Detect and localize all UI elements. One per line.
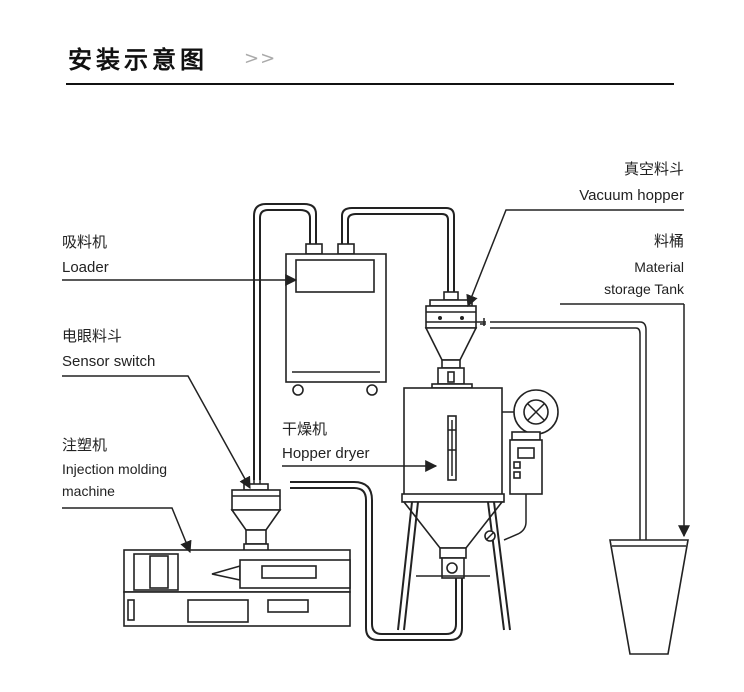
page-title: 安装示意图 — [68, 46, 208, 74]
hopper-dryer — [397, 383, 559, 631]
dryer-label-zh: 干燥机 — [282, 420, 327, 438]
label-leaders — [62, 209, 690, 554]
tank-label-en-2: storage Tank — [604, 281, 685, 297]
diagram-labels: 吸料机 Loader 电眼料斗 Sensor switch 注塑机 Inject… — [62, 160, 685, 499]
vacuum-label-zh: 真空料斗 — [624, 160, 684, 178]
tank-label-en-1: Material — [634, 259, 684, 275]
injection-label-zh: 注塑机 — [62, 436, 107, 454]
vacuum-hopper — [424, 291, 486, 385]
title-divider — [66, 83, 674, 85]
loader-label-zh: 吸料机 — [62, 233, 107, 251]
loader-label-en: Loader — [62, 259, 109, 276]
injection-molding-machine — [123, 483, 351, 627]
material-pipes — [253, 203, 647, 641]
vacuum-label-en: Vacuum hopper — [579, 187, 684, 204]
tank-label-zh: 料桶 — [654, 232, 684, 250]
injection-label-en-2: machine — [62, 483, 115, 499]
title-arrows: >> — [244, 48, 277, 69]
sensor-label-en: Sensor switch — [62, 353, 155, 370]
sensor-label-zh: 电眼料斗 — [62, 327, 122, 345]
material-storage-tank — [609, 539, 689, 655]
page-header: 安装示意图 >> — [0, 0, 744, 100]
loader-unit — [285, 243, 387, 396]
injection-label-en-1: Injection molding — [62, 461, 167, 477]
dryer-label-en: Hopper dryer — [282, 445, 370, 462]
